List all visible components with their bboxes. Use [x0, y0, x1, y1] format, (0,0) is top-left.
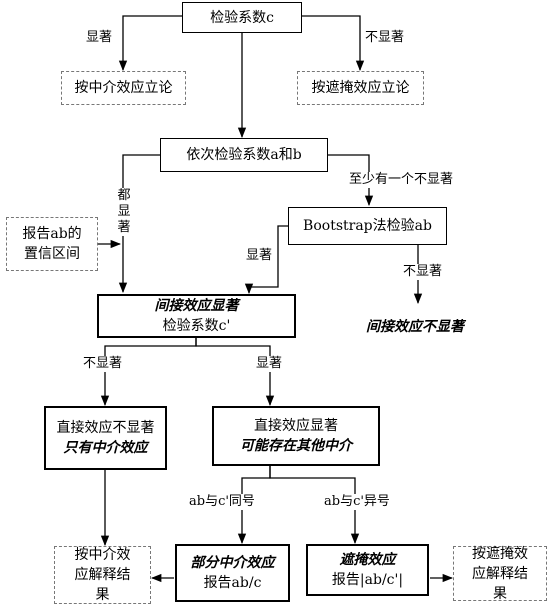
node-bootstrap: Bootstrap法检验ab — [288, 207, 447, 245]
node-masking-theory: 按遮掩效应立论 — [297, 71, 424, 105]
node-direct-not-significant: 直接效应不显著 只有中介效应 — [44, 406, 167, 470]
edge-label-c-significant: 显著 — [85, 30, 114, 46]
node-test-c: 检验系数c — [182, 2, 302, 33]
node-interpret-mediation: 按中介效应解释结果 — [54, 546, 151, 604]
edge-ab-both-significant — [118, 154, 160, 294]
edge-c-prime-significant — [195, 338, 275, 407]
edge-label-c-prime-significant: 显著 — [255, 356, 284, 372]
node-direct-significant: 直接效应显著 可能存在其他中介 — [212, 406, 380, 466]
edge-label-opposite-sign: ab与c'异号 — [323, 494, 391, 510]
edge-c-to-masking-theory — [302, 15, 365, 72]
node-interpret-masking: 按遮掩效应解释结果 — [453, 546, 547, 602]
node-masking-effect: 遮掩效应 报告|ab/c'| — [306, 544, 429, 596]
edge-label-same-sign: ab与c'同号 — [188, 494, 256, 510]
node-report-ab-ci: 报告ab的置信区间 — [6, 217, 98, 271]
edge-label-ab-at-least-one-not-sig: 至少有一个不显著 — [348, 172, 455, 188]
edge-c-to-mediation-theory — [118, 15, 182, 72]
node-indirect-significant: 间接效应显著 检验系数c' — [97, 294, 296, 338]
edge-bootstrap-significant — [244, 225, 288, 295]
edge-opposite-sign — [269, 466, 360, 545]
edge-label-bootstrap-significant: 显著 — [245, 248, 274, 264]
edge-label-ab-all-significant: 都显著 — [115, 188, 133, 236]
edge-label-bootstrap-not-significant: 不显著 — [402, 264, 444, 280]
node-partial-mediation: 部分中介效应 报告ab/c — [175, 544, 290, 602]
node-mediation-theory: 按中介效应立论 — [61, 71, 186, 105]
edge-label-c-prime-not-significant: 不显著 — [82, 356, 124, 372]
node-indirect-not-significant: 间接效应不显著 — [366, 319, 464, 335]
edge-label-c-not-significant: 不显著 — [364, 30, 406, 46]
node-test-ab: 依次检验系数a和b — [160, 138, 328, 172]
edge-ab-at-least-one-not-sig — [328, 154, 374, 207]
